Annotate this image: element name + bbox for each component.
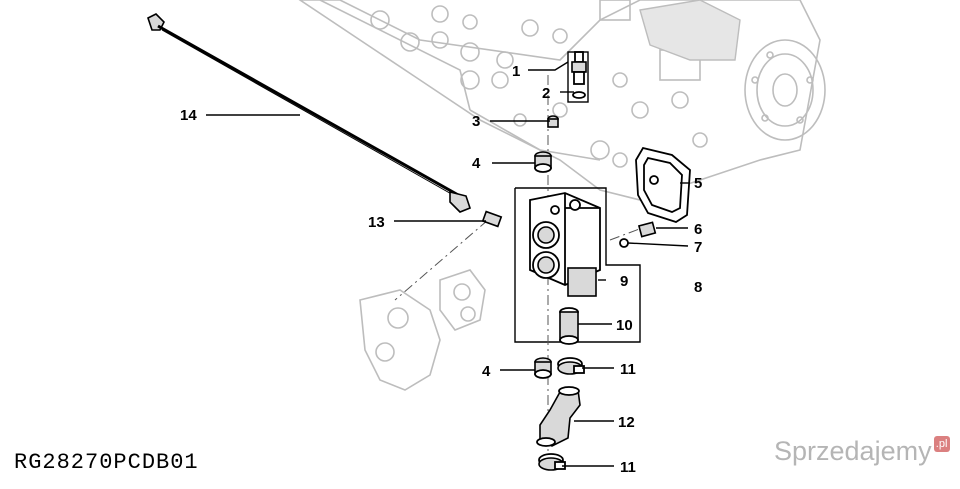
callout-11-lower: 11 xyxy=(620,459,636,476)
assembly-frame xyxy=(514,187,641,343)
mounting-bracket-background xyxy=(359,269,486,391)
callout-9: 9 xyxy=(620,273,628,290)
thermostat-housing xyxy=(529,192,601,297)
watermark: Sprzedajemy.pl xyxy=(774,436,950,467)
temperature-sensor xyxy=(571,51,587,99)
callout-13: 13 xyxy=(368,214,385,231)
drain-plug-washer xyxy=(619,238,629,248)
callout-4-lower: 4 xyxy=(482,363,491,380)
hose-clamp-upper xyxy=(557,357,585,375)
callout-1: 1 xyxy=(512,63,520,80)
callout-10: 10 xyxy=(616,317,633,334)
hose-clamp-lower xyxy=(538,453,566,471)
drain-plug xyxy=(637,221,657,238)
plug xyxy=(547,115,559,128)
seal-upper xyxy=(534,151,552,173)
dipstick-tube xyxy=(147,13,471,213)
engine-block-background xyxy=(298,0,826,201)
callout-7: 7 xyxy=(694,239,702,256)
leader-lines xyxy=(206,61,690,467)
callout-6: 6 xyxy=(694,221,702,238)
callout-11-upper: 11 xyxy=(620,361,636,378)
callout-12: 12 xyxy=(618,414,635,431)
sleeve xyxy=(559,307,579,345)
cover-plate xyxy=(635,146,691,223)
callout-5: 5 xyxy=(694,175,702,192)
callout-14: 14 xyxy=(180,107,197,124)
watermark-text: Sprzedajemy xyxy=(774,436,932,466)
callout-3: 3 xyxy=(472,113,480,130)
drawing-code: RG28270PCDB01 xyxy=(14,450,199,475)
elbow-hose xyxy=(536,386,581,447)
tube-fitting xyxy=(481,210,503,228)
callout-numbers: 1 2 3 4 4 5 6 7 8 9 10 11 11 12 13 14 xyxy=(180,63,702,476)
callout-4-upper: 4 xyxy=(472,155,481,172)
callout-2: 2 xyxy=(542,85,550,102)
watermark-badge: .pl xyxy=(933,436,950,452)
seal-lower xyxy=(534,357,552,379)
side-axis xyxy=(394,219,489,301)
callout-group-frame xyxy=(567,51,589,103)
callout-8: 8 xyxy=(694,279,702,296)
